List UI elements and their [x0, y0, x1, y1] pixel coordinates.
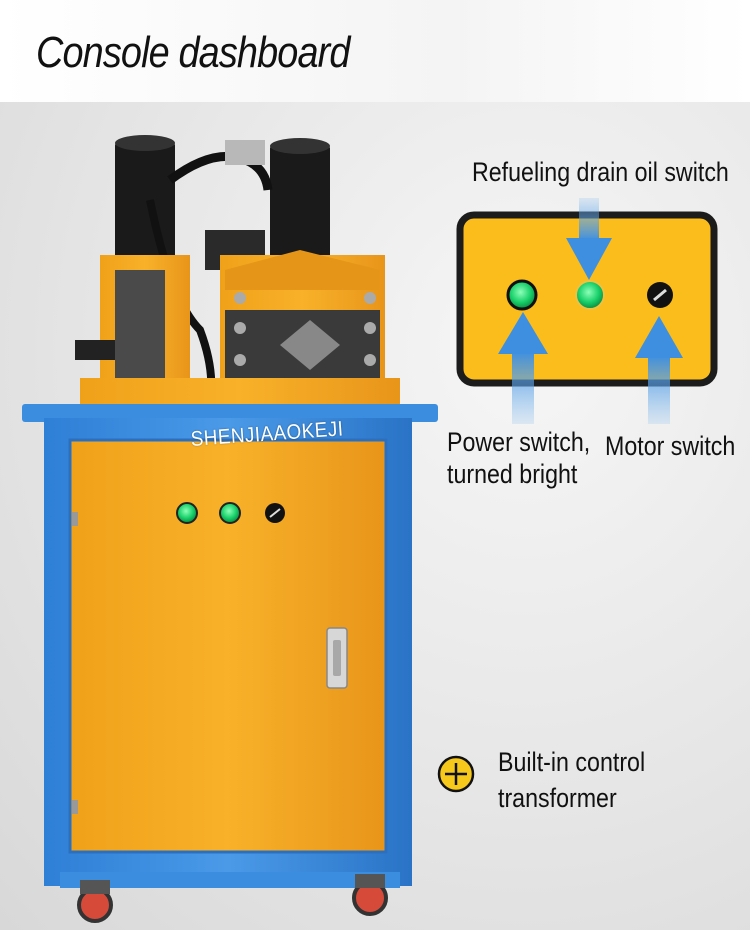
transformer-label-line1: Built-in control [498, 747, 646, 777]
arrow-refueling [566, 198, 612, 280]
cabinet [22, 404, 438, 923]
plus-circle-icon [437, 755, 475, 793]
refueling-label: Refueling drain oil switch [472, 157, 729, 187]
arrow-motor [635, 316, 683, 424]
hydraulic-unit [75, 135, 400, 408]
motor-label: Motor switch [605, 431, 736, 461]
page-title: Console dashboard [36, 28, 350, 77]
power-label-line2: turned bright [447, 459, 578, 489]
title-band [0, 0, 750, 102]
arrow-power [498, 312, 548, 424]
power-label-line1: Power switch, [447, 427, 591, 457]
transformer-label-line2: transformer [498, 783, 617, 813]
